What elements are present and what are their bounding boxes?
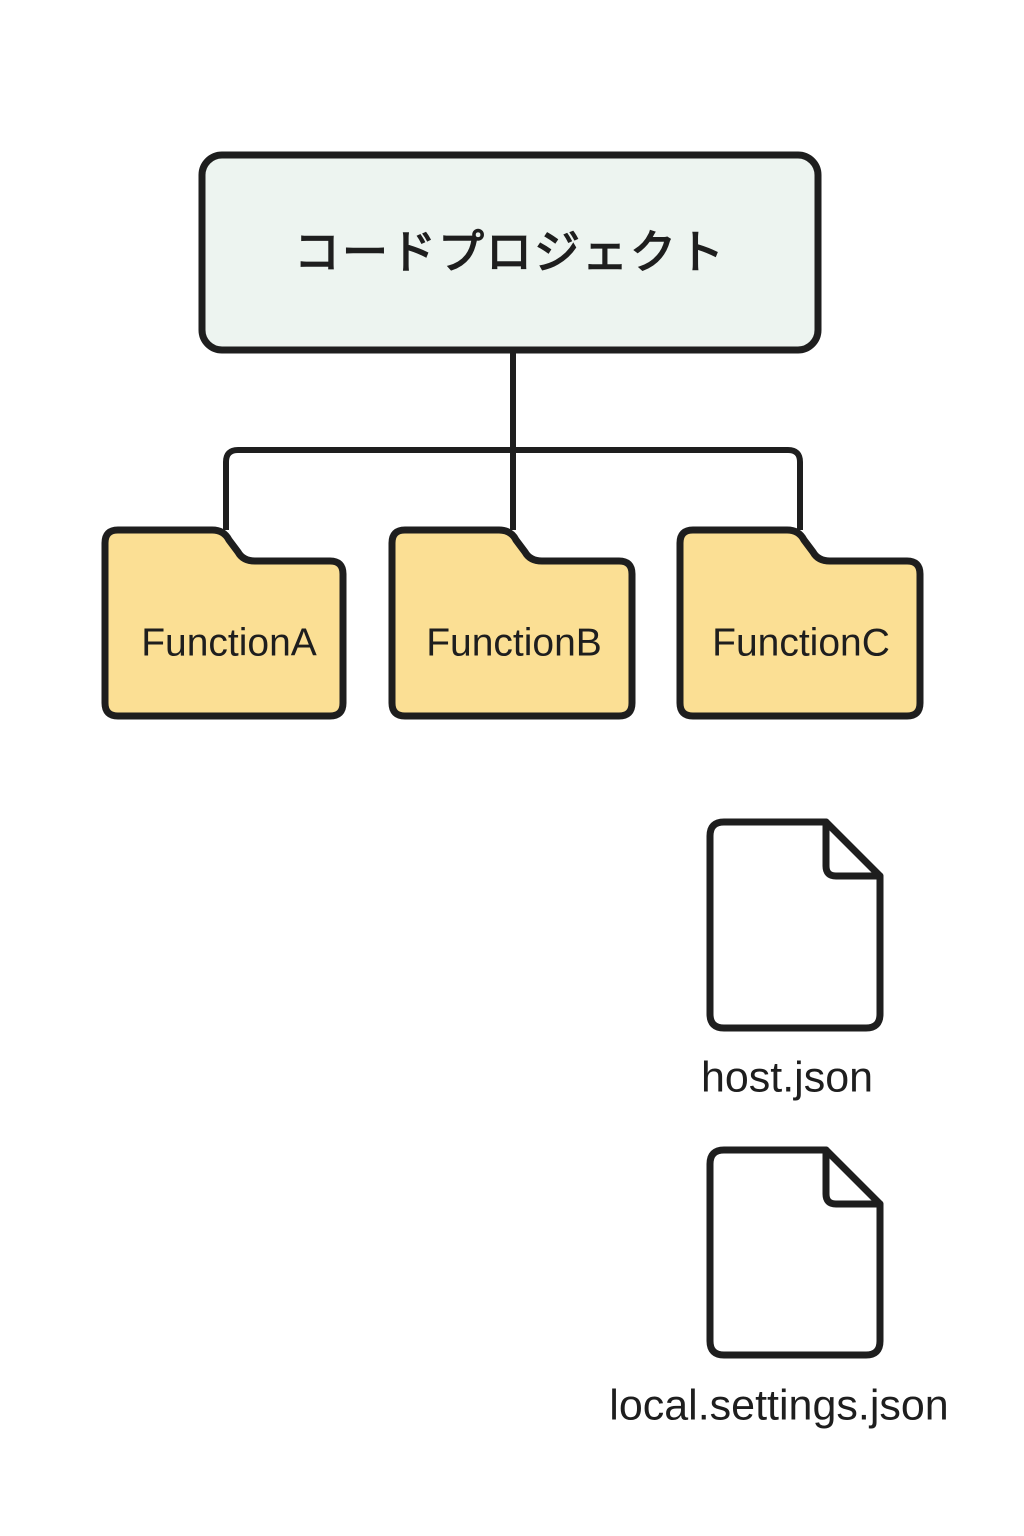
tree-connectors xyxy=(223,350,803,530)
connector-bus-left xyxy=(223,447,513,530)
root-node[interactable]: コードプロジェクト xyxy=(198,151,822,354)
folder-node-function-b[interactable]: FunctionB xyxy=(388,526,636,720)
file-node-local-settings-json[interactable]: local.settings.json xyxy=(609,1146,949,1429)
root-node-label: コードプロジェクト xyxy=(294,226,726,278)
folder-b-label: FunctionB xyxy=(426,621,602,664)
file-node-host-json[interactable]: host.json xyxy=(701,818,884,1101)
local-settings-json-file-icon[interactable] xyxy=(706,1146,884,1359)
folder-a-shape[interactable] xyxy=(101,526,347,720)
folder-c-label: FunctionC xyxy=(712,621,890,664)
folder-node-function-a[interactable]: FunctionA xyxy=(101,526,347,720)
folder-b-shape[interactable] xyxy=(388,526,636,720)
local-settings-json-fold-icon xyxy=(822,1146,884,1208)
host-json-file-icon[interactable] xyxy=(706,818,884,1032)
host-json-label: host.json xyxy=(701,1053,873,1101)
connector-bus-right xyxy=(513,447,803,530)
host-json-fold-icon xyxy=(822,818,884,880)
folder-a-label: FunctionA xyxy=(141,621,317,664)
root-node-box[interactable] xyxy=(198,151,822,354)
local-settings-json-label: local.settings.json xyxy=(609,1381,948,1429)
folder-node-function-c[interactable]: FunctionC xyxy=(676,526,924,720)
folder-c-shape[interactable] xyxy=(676,526,924,720)
